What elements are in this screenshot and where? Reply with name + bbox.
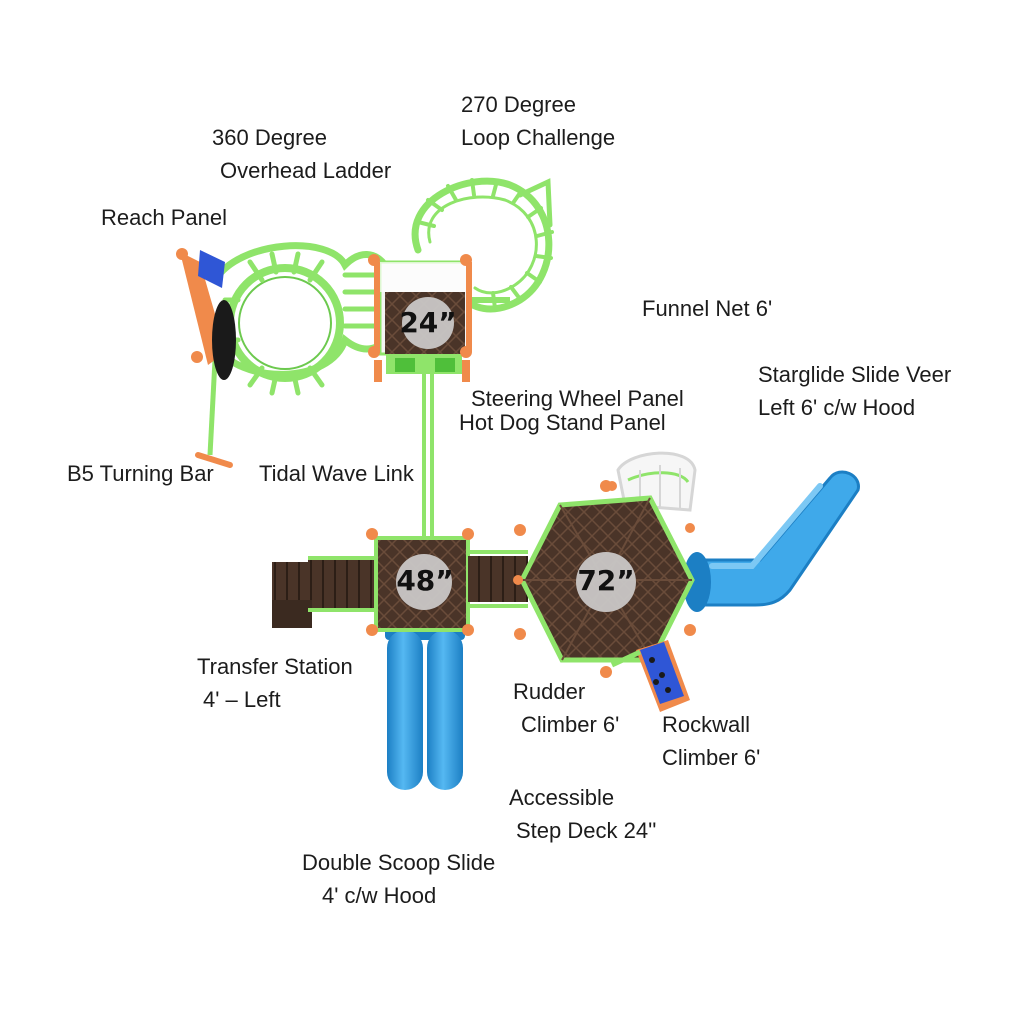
label-rockwall-climber: Rockwall Climber 6': [662, 708, 760, 774]
deck-size-24: 24”: [399, 306, 457, 339]
label-step-deck: Accessible Step Deck 24'': [509, 781, 656, 847]
label-line: Funnel Net 6': [642, 296, 773, 321]
label-line: Starglide Slide Veer: [758, 362, 952, 387]
label-turning-bar: B5 Turning Bar: [67, 457, 214, 490]
overhead-ladder: [207, 242, 389, 456]
label-line: Hot Dog Stand Panel: [459, 410, 666, 435]
turning-bar: [195, 452, 233, 468]
label-funnel-net: Funnel Net 6': [642, 292, 772, 325]
label-line: Climber 6': [521, 712, 620, 737]
label-starglide-slide: Starglide Slide Veer Left 6' c/w Hood: [758, 358, 951, 424]
starglide-slide: [683, 470, 860, 612]
label-line: Transfer Station: [197, 654, 353, 679]
label-tidal-wave: Tidal Wave Link: [259, 457, 414, 490]
label-line: 4' c/w Hood: [322, 883, 437, 908]
label-line: 270 Degree: [461, 92, 576, 117]
tidal-wave-link: [422, 374, 434, 540]
deck-48: [366, 528, 474, 636]
label-line: Reach Panel: [101, 205, 227, 230]
deck-size-48: 48”: [396, 564, 454, 597]
label-transfer-station: Transfer Station 4' – Left: [197, 650, 353, 716]
label-line: Double Scoop Slide: [302, 850, 496, 875]
label-double-scoop-slide: Double Scoop Slide 4' c/w Hood: [302, 846, 495, 912]
label-line: Loop Challenge: [461, 125, 616, 150]
label-line: Accessible: [509, 785, 615, 810]
rockwall-climber: [636, 640, 690, 712]
label-reach-panel: Reach Panel: [101, 201, 227, 234]
label-hot-dog-stand: Hot Dog Stand Panel: [459, 406, 666, 439]
label-overhead-ladder: 360 Degree Overhead Ladder: [212, 121, 391, 187]
label-line: B5 Turning Bar: [67, 461, 214, 486]
label-rudder-climber: Rudder Climber 6': [513, 675, 619, 741]
label-line: Tidal Wave Link: [259, 461, 414, 486]
rudder-climber: [610, 649, 642, 668]
label-line: Left 6' c/w Hood: [758, 395, 916, 420]
deck-72: [513, 480, 696, 678]
funnel-net: [607, 451, 697, 533]
label-line: Step Deck 24'': [516, 818, 657, 843]
label-line: Overhead Ladder: [220, 158, 392, 183]
label-line: Climber 6': [662, 745, 761, 770]
transfer-station: [272, 556, 380, 628]
label-line: 4' – Left: [203, 687, 281, 712]
label-line: Rudder: [513, 679, 586, 704]
label-line: 360 Degree: [212, 125, 327, 150]
label-steering-wheel: Steering Wheel Panel: [471, 382, 684, 415]
deck-size-72: 72”: [577, 564, 635, 597]
label-line: Steering Wheel Panel: [471, 386, 684, 411]
reach-panel: [176, 248, 236, 380]
deck-24: [368, 254, 510, 382]
label-line: Rockwall: [662, 712, 751, 737]
label-loop-challenge: 270 Degree Loop Challenge: [461, 88, 615, 154]
double-scoop-slide: [385, 620, 465, 790]
